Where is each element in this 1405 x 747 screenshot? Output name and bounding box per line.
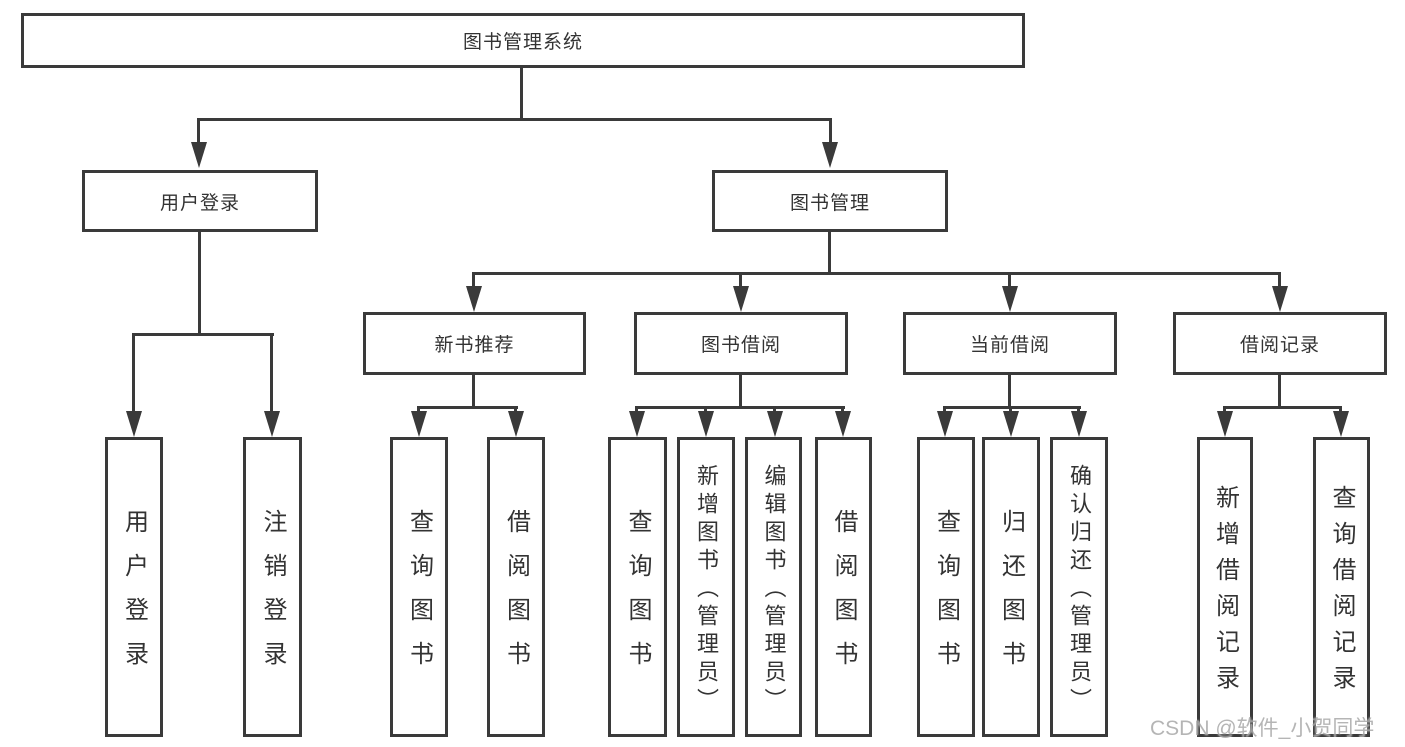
- connector-line: [1278, 375, 1281, 406]
- node-user-login-branch: 用户登录: [82, 170, 318, 232]
- connector-line: [943, 406, 1081, 409]
- connector-line: [635, 406, 845, 409]
- connector-line: [197, 118, 200, 148]
- node-book-management: 图书管理: [712, 170, 948, 232]
- node-new-book-recommendation: 新书推荐: [363, 312, 586, 375]
- arrow-down-icon: [629, 411, 645, 437]
- node-label: 新增借阅记录: [1211, 485, 1239, 701]
- node-label: 当前借阅: [969, 335, 1050, 356]
- node-label: 查询借阅记录: [1328, 485, 1355, 701]
- node-label: 借阅记录: [1239, 335, 1320, 356]
- arrow-down-icon: [1217, 411, 1233, 437]
- arrow-down-icon: [767, 411, 783, 437]
- node-label: 归还图书: [997, 509, 1025, 685]
- arrow-down-icon: [191, 142, 207, 168]
- node-logout: 注销登录: [243, 437, 302, 737]
- connector-line: [473, 272, 1281, 275]
- connector-line: [739, 375, 742, 406]
- node-borrow-books-recommend: 借阅图书: [487, 437, 545, 737]
- connector-line: [1223, 406, 1341, 409]
- connector-line: [198, 232, 201, 333]
- node-label: 查询图书: [932, 509, 960, 685]
- arrow-down-icon: [1003, 411, 1019, 437]
- node-return-books: 归还图书: [982, 437, 1040, 737]
- connector-line: [1008, 272, 1011, 292]
- connector-line: [472, 272, 475, 292]
- connector-line: [132, 333, 135, 413]
- connector-line: [472, 375, 475, 406]
- node-label: 新书推荐: [434, 335, 515, 356]
- connector-line: [132, 333, 274, 336]
- node-current-borrowing: 当前借阅: [903, 312, 1117, 375]
- node-user-login: 用户登录: [105, 437, 163, 737]
- node-label: 查询图书: [405, 509, 433, 685]
- node-query-books-current: 查询图书: [917, 437, 975, 737]
- node-add-books-admin: 新增图书（管理员）: [677, 437, 735, 737]
- connector-line: [270, 333, 273, 413]
- node-label: 图书管理系统: [462, 32, 583, 53]
- connector-line: [1278, 272, 1281, 292]
- node-label: 借阅图书: [830, 509, 857, 685]
- node-query-books-recommend: 查询图书: [390, 437, 448, 737]
- node-borrow-books: 借阅图书: [815, 437, 872, 737]
- connector-line: [520, 66, 523, 118]
- node-label: 编辑图书（管理员）: [761, 464, 787, 716]
- node-label: 查询图书: [624, 509, 651, 685]
- connector-line: [829, 118, 832, 148]
- node-query-books-borrowing: 查询图书: [608, 437, 667, 737]
- arrow-down-icon: [1333, 411, 1349, 437]
- arrow-down-icon: [466, 286, 482, 312]
- arrow-down-icon: [1071, 411, 1087, 437]
- node-query-borrow-record: 查询借阅记录: [1313, 437, 1370, 737]
- node-confirm-return-admin: 确认归还（管理员）: [1050, 437, 1108, 737]
- arrow-down-icon: [698, 411, 714, 437]
- connector-line: [828, 232, 831, 272]
- node-library-management-system: 图书管理系统: [21, 13, 1025, 68]
- arrow-down-icon: [126, 411, 142, 437]
- arrow-down-icon: [937, 411, 953, 437]
- arrow-down-icon: [1272, 286, 1288, 312]
- arrow-down-icon: [411, 411, 427, 437]
- node-book-borrowing: 图书借阅: [634, 312, 848, 375]
- connector-line: [198, 118, 832, 121]
- node-label: 图书管理: [789, 192, 870, 214]
- node-label: 图书借阅: [700, 335, 781, 356]
- node-add-borrow-record: 新增借阅记录: [1197, 437, 1253, 737]
- connector-line: [417, 406, 518, 409]
- node-label: 借阅图书: [502, 509, 530, 685]
- node-label: 确认归还（管理员）: [1067, 464, 1092, 716]
- arrow-down-icon: [822, 142, 838, 168]
- node-label: 注销登录: [259, 509, 286, 685]
- csdn-watermark: CSDN @软件_小贺同学: [1150, 717, 1375, 740]
- node-label: 新增图书（管理员）: [694, 464, 719, 716]
- arrow-down-icon: [1002, 286, 1018, 312]
- node-label: 用户登录: [159, 192, 240, 214]
- connector-line: [739, 272, 742, 292]
- arrow-down-icon: [508, 411, 524, 437]
- connector-line: [1008, 375, 1011, 406]
- node-label: 用户登录: [120, 509, 148, 685]
- arrow-down-icon: [733, 286, 749, 312]
- arrow-down-icon: [835, 411, 851, 437]
- node-edit-books-admin: 编辑图书（管理员）: [745, 437, 802, 737]
- arrow-down-icon: [264, 411, 280, 437]
- node-borrowing-records: 借阅记录: [1173, 312, 1387, 375]
